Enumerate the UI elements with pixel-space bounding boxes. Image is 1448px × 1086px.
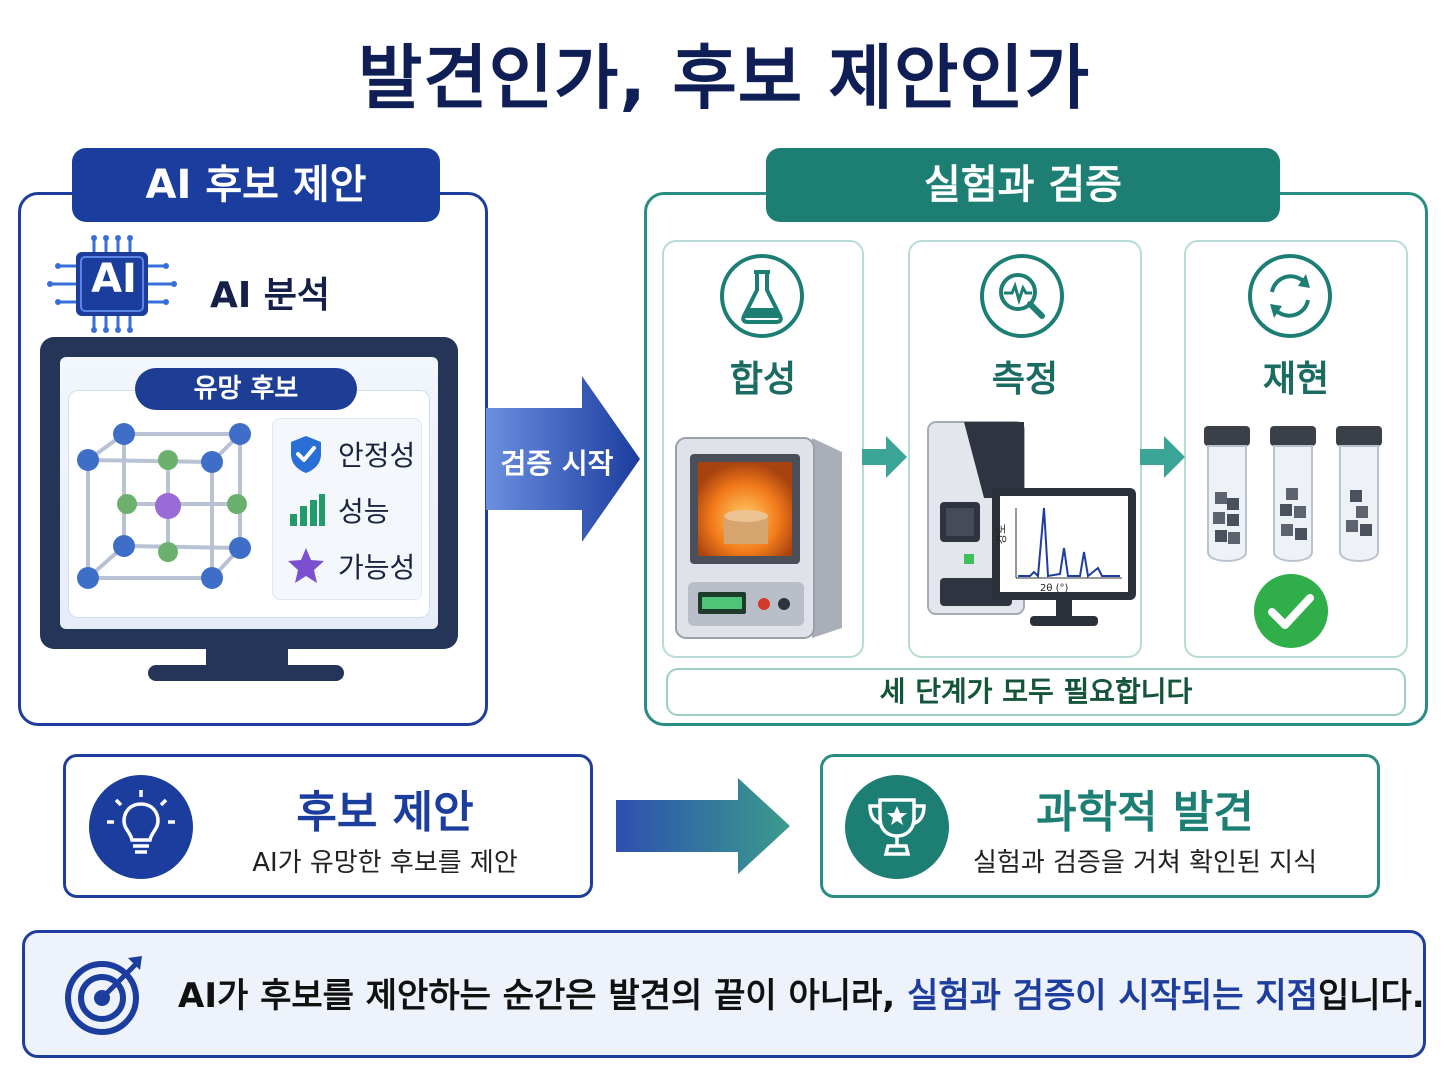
candidate-proposal-subtitle: AI가 유망한 후보를 제안 [252, 848, 518, 878]
spectrum-monitor [992, 488, 1136, 626]
magnifier-pulse-icon [980, 254, 1064, 338]
step-arrow-2 [1140, 436, 1185, 478]
candidates-label: 유망 후보 [135, 368, 357, 410]
step-arrow-1 [862, 436, 907, 478]
conclusion-text-end: 입니다. [1317, 976, 1425, 1016]
start-verification-label: 검증 시작 [500, 447, 614, 480]
start-verification-arrow [486, 376, 640, 542]
attribute-feasibility: 가능성 [338, 551, 416, 584]
scientific-discovery-title: 과학적 발견 [1036, 787, 1254, 838]
ai-analysis-label: AI 분석 [210, 275, 331, 316]
step-label-synthesis: 합성 [729, 359, 797, 400]
chart-y-label: 강도 [995, 523, 1009, 545]
page-title: 발견인가, 후보 제안인가 [357, 37, 1091, 119]
conclusion-box [22, 930, 1426, 1058]
conclusion-highlight: 실험과 검증이 시작되는 지점 [907, 976, 1318, 1016]
experiment-header: 실험과 검증 [766, 148, 1280, 222]
ai-chip-icon [47, 235, 177, 333]
step-label-measurement: 측정 [991, 359, 1059, 400]
all-steps-banner: 세 단계가 모두 필요합니다 [666, 668, 1406, 716]
test-tubes-icon [1204, 426, 1382, 562]
furnace-icon [675, 437, 842, 639]
ai-chip-label: AI [91, 256, 137, 302]
chart-x-label: 2θ (°) [1040, 583, 1069, 594]
candidate-proposal-title: 후보 제안 [296, 787, 474, 838]
attribute-stability: 안정성 [338, 439, 416, 472]
check-circle-icon [1254, 574, 1328, 648]
target-icon [65, 956, 142, 1035]
crystal-lattice-icon [77, 423, 251, 589]
bar-chart-icon [290, 494, 325, 526]
attribute-performance: 성능 [338, 495, 390, 528]
progress-arrow [616, 778, 790, 874]
ai-proposal-header: AI 후보 제안 [72, 148, 440, 222]
scientific-discovery-subtitle: 실험과 검증을 거쳐 확인된 지식 [972, 848, 1318, 878]
monitor-base [148, 665, 344, 681]
flask-icon [720, 254, 804, 338]
step-label-reproduction: 재현 [1262, 359, 1330, 400]
refresh-icon [1248, 254, 1332, 338]
conclusion-text-start: AI가 후보를 제안하는 순간은 발견의 끝이 아니라, [178, 976, 908, 1016]
shield-check-icon [291, 436, 321, 473]
conclusion-text: AI가 후보를 제안하는 순간은 발견의 끝이 아니라, 실험과 검증이 시작되… [178, 968, 1425, 1017]
trophy-icon [845, 775, 949, 879]
lightbulb-icon [89, 775, 193, 879]
star-icon [288, 548, 324, 583]
